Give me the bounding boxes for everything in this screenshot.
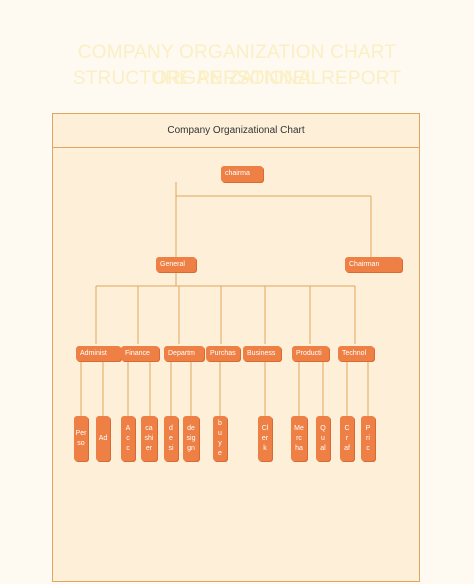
node-dept-technology[interactable]: Technol (338, 346, 374, 361)
node-general[interactable]: General (156, 257, 196, 272)
node-dept-production[interactable]: Producti (292, 346, 329, 361)
node-dept-finance[interactable]: Finance (121, 346, 159, 361)
node-root[interactable]: chairma (221, 166, 263, 182)
page-title-line-2: STRUCTURE PERSONNEL REPORT (72, 68, 402, 89)
node-dept-admin[interactable]: Administ (76, 346, 121, 361)
connector-lines (80, 182, 372, 416)
org-chart-header: Company Organizational Chart (53, 114, 419, 148)
node-dept-business[interactable]: Business (243, 346, 281, 361)
org-chart-panel: Company Organizational Chart (52, 113, 420, 582)
node-chairman[interactable]: Chairman (345, 257, 402, 272)
page-title-line-1: COMPANY ORGANIZATION CHART ORGANIZATIONA… (77, 42, 397, 89)
node-staff-admin[interactable]: Ad (96, 416, 110, 461)
node-dept-purchase[interactable]: Purchas (206, 346, 240, 361)
node-dept-department[interactable]: Departm (164, 346, 204, 361)
